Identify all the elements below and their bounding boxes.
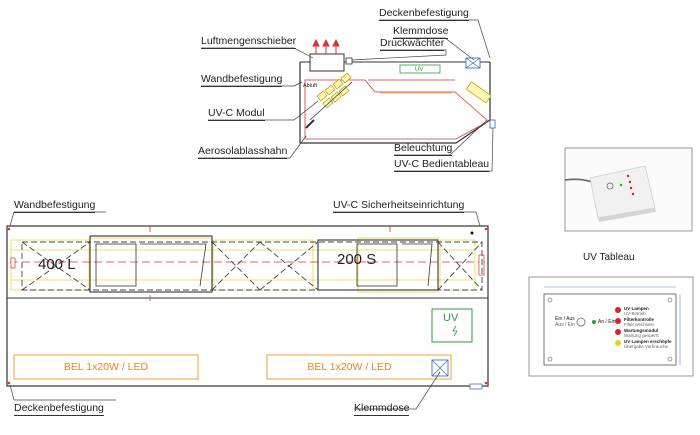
indicator-lamp-icon	[615, 318, 621, 324]
tableau-an: An / Ein	[598, 319, 616, 325]
indicator-subtext: Filter wechseln	[624, 322, 655, 327]
label-klemmdose-plan: Klemmdose	[354, 402, 410, 416]
indicator-subtext: UV-Betrieb	[624, 311, 646, 316]
indicator-subtext: Übergabe Verbrauche	[624, 344, 669, 349]
tableau-drawing	[528, 276, 694, 377]
indicator-text: Filterkontrolle	[624, 317, 655, 322]
indicator-text: UV Lampen erschöpfe	[624, 339, 672, 344]
label-luftmengenschieber: Luftmengenschieber	[201, 35, 297, 49]
label-aerosolablasshahn: Aerosolablasshahn	[198, 145, 288, 159]
label-uv-small: UV	[415, 67, 424, 73]
label-uvc-sicherheitseinrichtung: UV-C Sicherheitseinrichtung	[333, 199, 465, 213]
label-uvc-modul: UV-C Modul	[208, 107, 265, 121]
uv-symbol-label: UV	[443, 312, 459, 324]
tableau-ein-aus: Ein / Aus	[555, 316, 575, 322]
label-deckenbefestigung-plan: Deckenbefestigung	[14, 402, 104, 416]
side-view-hood	[299, 38, 496, 144]
light-label-2: BEL 1x20W / LED	[307, 361, 392, 373]
label-deckenbefestigung-top: Deckenbefestigung	[379, 7, 469, 21]
unit-label-400l: 400 L	[38, 256, 76, 273]
indicator-text: Wartungsmodul	[624, 328, 659, 333]
label-wandbefestigung-top: Wandbefestigung	[201, 73, 283, 87]
tableau-caption: UV Tableau	[583, 252, 635, 263]
label-abluft: Abluft	[303, 83, 318, 89]
label-uvc-bedientableau: UV-C Bedientableau	[394, 158, 490, 172]
label-wandbefestigung-plan: Wandbefestigung	[14, 199, 96, 213]
label-klemmdose-top: Klemmdose	[393, 25, 449, 39]
light-label-1: BEL 1x20W / LED	[63, 361, 149, 373]
indicator-subtext: Wartung gesperrt	[624, 333, 659, 338]
indicator-lamp-icon	[615, 340, 621, 346]
indicator-lamp-icon	[615, 307, 621, 313]
tableau-aus-ein: Aus / Ein	[555, 322, 576, 328]
label-beleuchtung: Beleuchtung	[394, 142, 453, 156]
tableau-photo	[564, 147, 693, 232]
indicator-text: UV Lampen	[624, 306, 649, 311]
plan-view	[6, 225, 489, 390]
unit-label-200s: 200 S	[337, 251, 377, 268]
indicator-lamp-icon	[615, 329, 621, 335]
label-druckwaechter: Druckwächter	[380, 37, 445, 51]
